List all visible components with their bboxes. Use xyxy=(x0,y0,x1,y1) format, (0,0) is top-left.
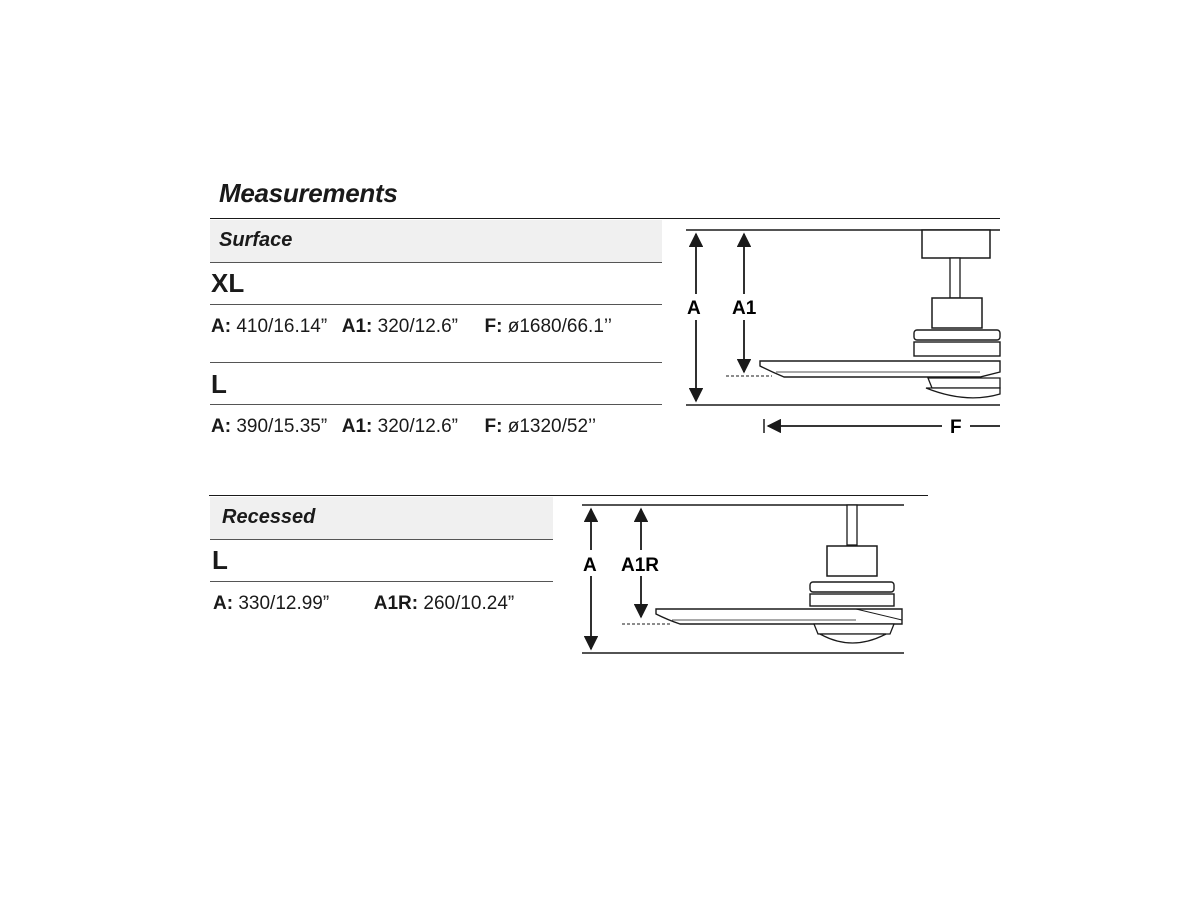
rec-a-value: 330/12.99” xyxy=(238,593,330,614)
surface-fan-diagram: A A1 F xyxy=(686,229,1001,438)
recessed-top-rule xyxy=(209,495,928,496)
recessed-a1r-label: A1R xyxy=(621,555,659,576)
l-f-value: ø1320/52’’ xyxy=(507,416,597,437)
recessed-l-size: L xyxy=(212,545,228,575)
surface-l-size: L xyxy=(211,369,227,399)
recessed-a-label: A xyxy=(583,555,597,576)
recessed-motor-top xyxy=(826,545,878,577)
surface-top-rule xyxy=(210,218,1000,219)
surface-l-top-rule xyxy=(210,362,662,363)
surface-a1-label: A1 xyxy=(732,298,757,319)
recessed-header-band xyxy=(210,497,553,539)
l-f-key: F: xyxy=(484,416,503,437)
xl-f-value: ø1680/66.1’’ xyxy=(507,316,612,337)
xl-a-value: 410/16.14” xyxy=(236,316,328,337)
surface-label: Surface xyxy=(219,229,293,251)
recessed-fan-diagram: A A1R xyxy=(582,504,904,654)
recessed-downrod xyxy=(846,504,858,546)
l-a-key: A: xyxy=(211,416,232,437)
page-title: Measurements xyxy=(219,178,398,208)
xl-a-key: A: xyxy=(211,316,232,337)
surface-ceiling-canopy xyxy=(921,229,991,259)
l-a-value: 390/15.35” xyxy=(236,416,328,437)
surface-downrod xyxy=(949,257,961,299)
xl-a1-key: A1: xyxy=(341,316,373,337)
xl-f-key: F: xyxy=(484,316,503,337)
recessed-motor-band-1 xyxy=(809,581,895,593)
recessed-header-rule xyxy=(210,539,553,540)
l-a1-value: 320/12.6” xyxy=(377,416,458,437)
surface-fan-blade xyxy=(759,360,1001,378)
recessed-light-housing xyxy=(813,623,895,635)
surface-header-band xyxy=(210,220,662,262)
surface-f-label: F xyxy=(950,417,962,438)
l-a1-key: A1: xyxy=(341,416,373,437)
surface-light-dome xyxy=(925,387,1001,399)
recessed-label: Recessed xyxy=(222,506,316,528)
surface-header-rule xyxy=(210,262,662,263)
surface-motor-band-1 xyxy=(913,329,1001,341)
recessed-l-rule xyxy=(210,581,553,582)
recessed-l-specs: A: 330/12.99” A1R: 260/10.24” xyxy=(213,593,514,615)
surface-xl-specs: A: 410/16.14” A1: 320/12.6” F: ø1680/66.… xyxy=(211,316,612,338)
surface-motor-top xyxy=(931,297,983,329)
surface-xl-rule xyxy=(210,304,662,305)
xl-a1-value: 320/12.6” xyxy=(377,316,458,337)
surface-l-specs: A: 390/15.35” A1: 320/12.6” F: ø1320/52’… xyxy=(211,416,596,438)
surface-a-label: A xyxy=(687,298,701,319)
surface-light-housing xyxy=(927,377,1001,389)
surface-xl-size: XL xyxy=(211,268,245,298)
rec-a1r-key: A1R: xyxy=(373,593,419,614)
rec-a1r-value: 260/10.24” xyxy=(423,593,515,614)
recessed-light-dome xyxy=(817,633,887,644)
rec-a-key: A: xyxy=(213,593,234,614)
recessed-motor-band-2 xyxy=(809,593,895,607)
surface-motor-band-2 xyxy=(913,341,1001,357)
surface-l-rule xyxy=(210,404,662,405)
